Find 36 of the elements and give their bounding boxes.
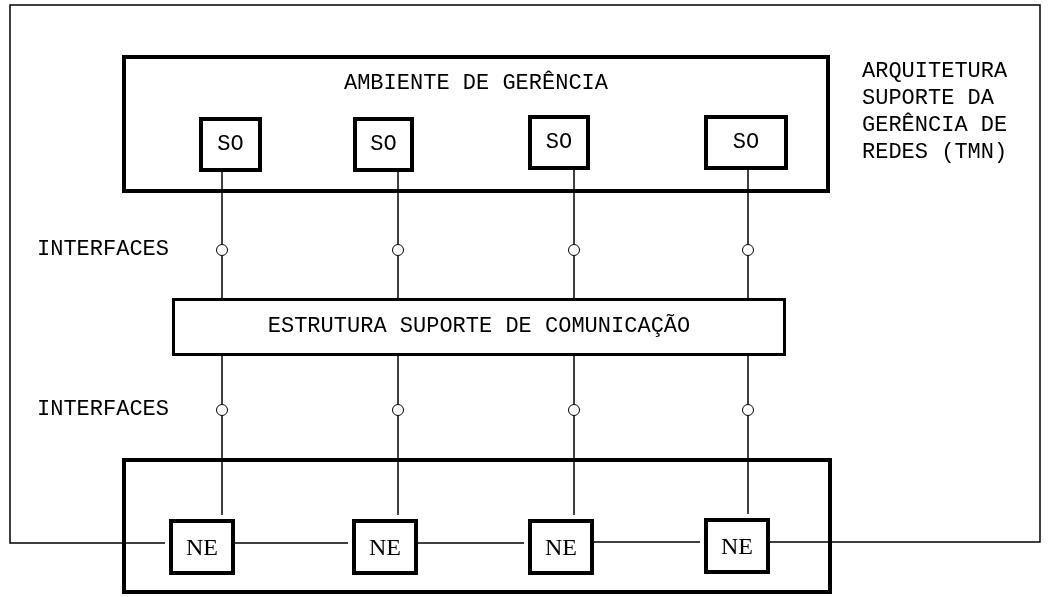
component-box [704,115,788,170]
box-label: SO [217,133,244,156]
component-box [528,519,594,575]
box-label: SO [545,131,573,154]
connector-line [573,255,575,299]
component-box [353,117,414,172]
connector-line [397,355,399,405]
interfaces-label: INTERFACES [37,236,170,263]
box-label: SO [370,133,397,156]
component-box [352,519,418,575]
architecture-note: ARQUITETURA SUPORTE DA GERÊNCIA DE REDES (TMN) [862,58,1009,166]
connector-line [573,415,575,516]
interfaces-label: INTERFACES [37,396,170,423]
connector-line [397,255,399,299]
box-label: SO [732,131,760,154]
connector-line [573,355,575,405]
box-label: NE [545,535,577,559]
group-box [122,55,830,193]
connector-line [221,415,223,516]
box-label: NE [721,534,753,558]
connector-line [397,415,399,516]
box-title: ESTRUTURA SUPORTE DE COMUNICAÇÃO [267,316,691,338]
component-box [169,519,235,575]
connector-line [221,255,223,299]
connector-line [9,4,1041,544]
connector-line [747,415,749,515]
element-box [122,458,832,594]
box-label: NE [186,535,218,559]
box-label: NE [369,535,401,559]
component-box [528,115,590,170]
component-box [199,117,262,172]
connector-line [747,255,749,299]
connector-line [747,355,749,405]
connector-line [221,355,223,405]
component-box [704,518,770,574]
layer-box [172,298,786,356]
